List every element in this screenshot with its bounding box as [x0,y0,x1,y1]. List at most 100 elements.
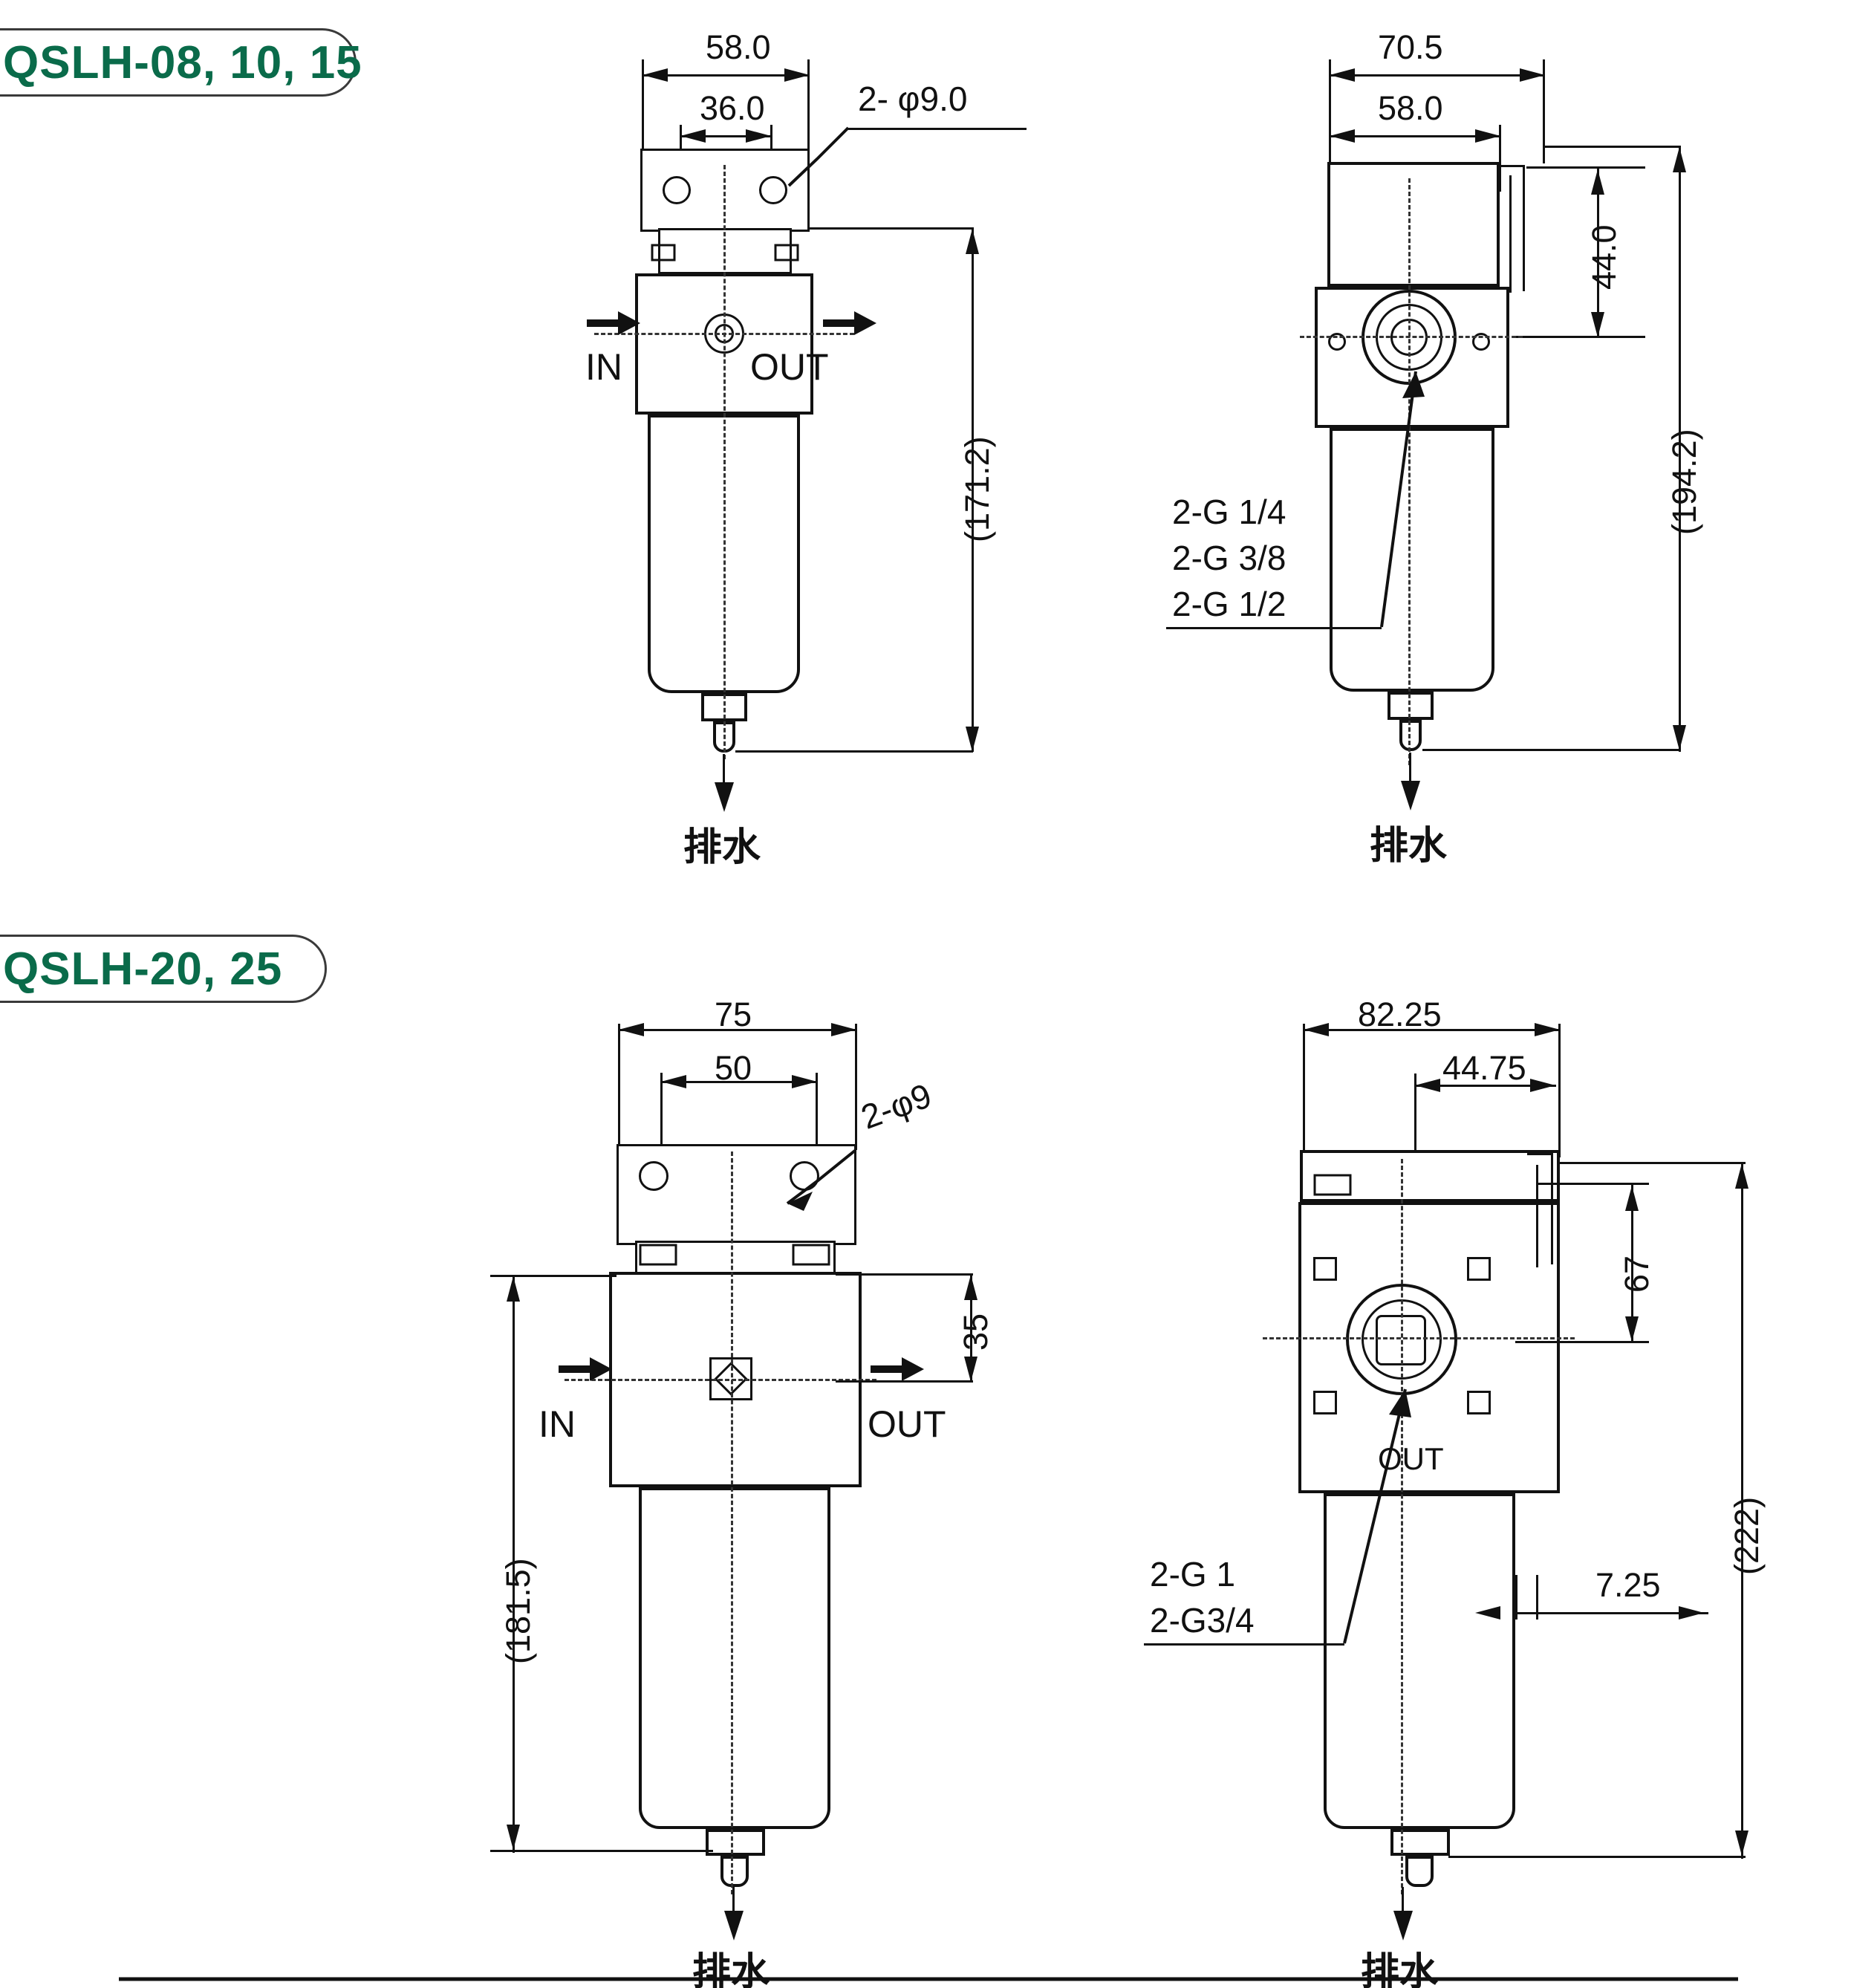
section-tab-label-2: QSLH-20, 25 [3,943,283,995]
ext-bottom-171-1 [735,750,973,753]
dim-line-44-side-1 [1597,168,1599,337]
ext-right-7-25-side-2 [1536,1575,1538,1620]
bracket-plate-side-2 [1300,1150,1560,1202]
arrow-left-75-front-2 [619,1023,644,1036]
drain-arrow-shaft-side-2 [1402,1887,1404,1926]
dim-70-5-side-1: 70.5 [1378,28,1443,66]
ext-top-222-side-2 [1560,1162,1746,1164]
dim-7-25-side-2: 7.25 [1595,1566,1661,1604]
drain-arrow-shaft-front-2 [732,1887,735,1926]
arrow-down-44-side-1 [1591,312,1604,337]
dim-44-75-side-2: 44.75 [1442,1049,1526,1087]
dim-line-7-25-side-2 [1515,1612,1708,1614]
bracket-arm-vert-side-1 [1523,165,1525,291]
dim-222-side-2: (222) [1728,1496,1766,1575]
arrow-right-58-front-1 [784,68,810,82]
dim-line-194-side-1 [1679,146,1681,752]
arrow-right-75-front-2 [831,1023,856,1036]
dim-82-25-side-2: 82.25 [1358,995,1442,1033]
drain-arrow-head-side-2 [1393,1911,1413,1940]
dim-line-50-front-2 [661,1081,817,1083]
arrow-down-67-side-2 [1625,1316,1639,1342]
arrow-right-58-side-1 [1475,129,1500,143]
dim-line-82-side-2 [1304,1029,1560,1031]
ext-right-58-side-1 [1499,125,1501,192]
dim-line-181-front-2 [513,1275,515,1853]
bracket-plate-side-1 [1327,162,1500,287]
arrow-down-194-side-1 [1673,725,1686,750]
drain-stem-side-1 [1388,692,1434,720]
arrow-left-58-side-1 [1330,129,1355,143]
arrow-right-7-25-side-2 [1679,1606,1704,1620]
ext-left-82-side-2 [1303,1024,1305,1157]
mounting-hole-left-1 [663,176,691,204]
callout-thread-2-side-2: 2-G3/4 [1150,1601,1255,1640]
outlet-arrow-head-2 [902,1357,924,1381]
screw-top-right-side-2 [1467,1257,1491,1281]
arrow-up-44-side-1 [1591,169,1604,195]
centre-line-horizontal-front-1 [594,333,854,335]
drain-nozzle-side-1 [1399,720,1422,751]
ext-bottom-44-side-1 [1515,336,1645,338]
screw-bottom-right-side-2 [1467,1391,1491,1414]
mounting-hole-right-2 [790,1161,819,1191]
callout-thread-leader-side-2 [1144,1643,1344,1646]
dim-line-171-1 [972,227,974,752]
callout-mounting-holes-2: 2-φ9 [856,1075,937,1137]
dim-line-70-5-side-1 [1330,74,1545,77]
dim-58-0-front-1: 58.0 [706,28,771,66]
inlet-arrow-head-2 [590,1357,612,1381]
ext-left-50-front-2 [660,1073,663,1154]
ext-left-70-5-side-1 [1329,59,1331,163]
arrow-up-171-1 [966,229,979,254]
dim-44-0-side-1: 44.0 [1585,224,1623,290]
callout-thread-leader-side-1 [1166,627,1382,629]
ext-line-right-58-front-1 [807,59,810,156]
dim-line-35-front-2 [970,1273,972,1382]
arrow-left-82-side-2 [1304,1023,1329,1036]
arrow-left-7-25-side-2 [1475,1606,1500,1620]
dim-171-2-front-1: (171.2) [958,436,996,542]
arrow-right-82-side-2 [1535,1023,1560,1036]
centre-line-vertical-front-2 [731,1151,733,1894]
body-cap-front-2 [635,1241,836,1275]
bracket-arm-vert-side-2 [1551,1153,1553,1264]
ext-right-50-front-2 [816,1073,818,1154]
dim-58-0-side-1: 58.0 [1378,89,1443,127]
bowl-side-2 [1324,1493,1515,1829]
arrow-down-222-side-2 [1735,1831,1748,1856]
arrow-up-181-front-2 [507,1276,520,1302]
callout-thread-1-side-1: 2-G 1/4 [1172,493,1286,531]
outlet-arrow-shaft-1 [823,319,856,327]
dim-67-side-2: 67 [1618,1255,1656,1293]
callout-leader-h-1 [848,128,1027,130]
ext-bottom-35-front-2 [836,1380,973,1383]
drain-nozzle-front-2 [720,1856,749,1887]
centre-line-vertical-side-1 [1408,178,1411,765]
port-marking-side-2: OUT [1378,1441,1444,1476]
dim-50-front-2: 50 [715,1049,752,1087]
bowl-side-1 [1330,428,1494,692]
drain-stem-side-2 [1390,1829,1450,1856]
arrow-right-50-front-2 [792,1075,817,1088]
outlet-arrow-shaft-2 [871,1365,903,1373]
dim-75-front-2: 75 [715,995,752,1033]
centre-line-horizontal-side-1 [1300,336,1523,338]
arrow-right-44-75-side-2 [1530,1079,1555,1092]
arrow-left-36-front-1 [680,129,706,143]
dim-36-0-front-1: 36.0 [700,89,765,127]
ext-left-44-75-side-2 [1414,1073,1416,1151]
inlet-arrow-shaft-2 [559,1365,591,1373]
dim-line-67-side-2 [1631,1184,1633,1343]
ext-left-7-25-side-2 [1515,1575,1517,1620]
screw-bottom-left-side-2 [1313,1391,1337,1414]
drain-arrow-head-front-2 [724,1911,744,1940]
arrow-up-35-front-2 [964,1275,977,1300]
ext-bottom-194-side-1 [1422,749,1681,751]
bracket-arm-horz-side-1 [1499,165,1525,167]
drain-label-side-2: 排水 [1361,1950,1439,1988]
dim-35-front-2: 35 [957,1313,995,1351]
ext-top-35-front-2 [836,1273,973,1276]
dim-line-44-75-side-2 [1415,1085,1556,1087]
ext-top-67-side-2 [1536,1183,1649,1185]
